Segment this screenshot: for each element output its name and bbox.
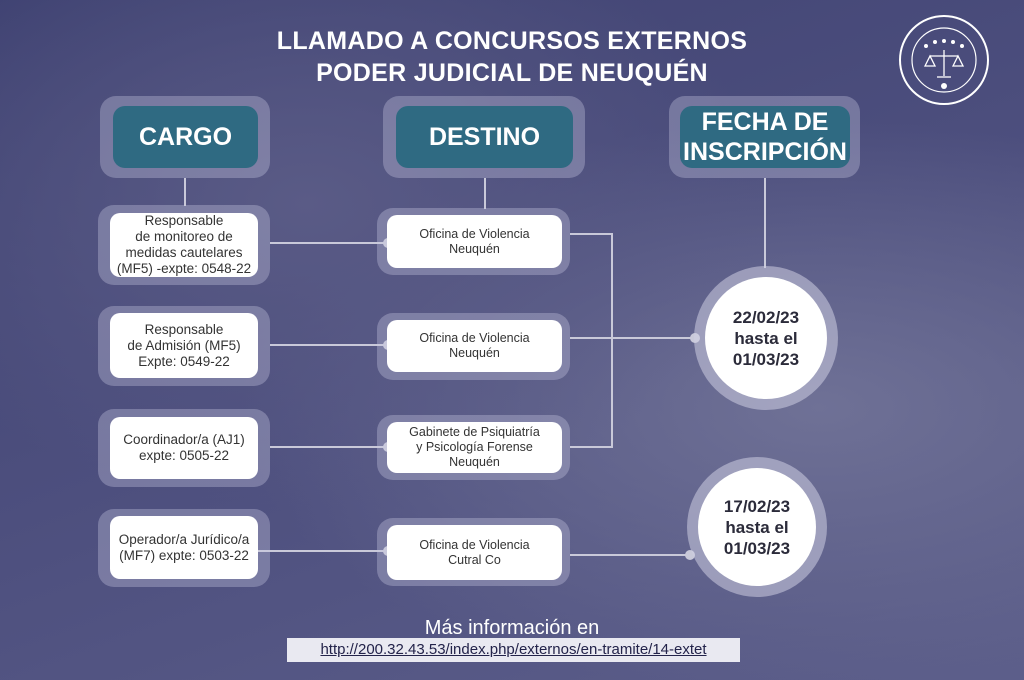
text-line: (MF7) expte: 0503-22: [119, 547, 249, 563]
more-info-link[interactable]: http://200.32.43.53/index.php/externos/e…: [287, 638, 740, 662]
text-line: Cutral Co: [448, 552, 501, 567]
text-line: Coordinador/a (AJ1): [123, 432, 245, 447]
title-line-2: PODER JUDICIAL DE NEUQUÉN: [316, 59, 708, 87]
poder-judicial-seal-logo: [898, 14, 990, 106]
text-line: hasta el: [734, 328, 798, 348]
header-destino: DESTINO: [396, 106, 573, 168]
text-line: 22/02/23: [732, 307, 800, 327]
text-line: Neuquén: [449, 455, 500, 469]
text-line: (MF5) -expte: 0548-22: [116, 261, 252, 276]
text-line: 01/03/23: [723, 538, 791, 558]
text-line: expte: 0505-22: [138, 448, 230, 463]
text-line: Responsable: [144, 321, 224, 337]
scales-of-justice-icon: [899, 15, 989, 105]
text-line: Oficina de Violencia: [419, 537, 530, 552]
text-line: Neuquén: [449, 241, 500, 256]
text-line: 01/03/23: [732, 349, 800, 369]
text-line: de monitoreo de: [135, 229, 233, 244]
cargo-card: Coordinador/a (AJ1)expte: 0505-22: [110, 417, 258, 479]
more-info-label: Más información en: [424, 617, 600, 639]
text-line: Expte: 0549-22: [138, 353, 230, 369]
text-line: Responsable: [144, 213, 224, 228]
text-line: Neuquén: [449, 346, 500, 360]
header-cargo: CARGO: [113, 106, 258, 168]
header-fecha-line-1: FECHA DE: [701, 108, 829, 136]
text-line: y Psicología Forense: [416, 440, 533, 454]
header-fecha-line-2: INSCRIPCIÓN: [683, 138, 847, 166]
text-line: medidas cautelares: [125, 245, 243, 260]
text-line: Oficina de Violencia: [419, 331, 530, 345]
header-fecha: FECHA DE INSCRIPCIÓN: [680, 106, 850, 168]
text-line: Oficina de Violencia: [419, 226, 530, 241]
text-line: 17/02/23: [723, 496, 791, 516]
title-line-1: LLAMADO A CONCURSOS EXTERNOS: [276, 27, 748, 55]
cargo-card: Operador/a Jurídico/a(MF7) expte: 0503-2…: [110, 516, 258, 579]
text-line: de Admisión (MF5): [127, 337, 241, 353]
text-line: Operador/a Jurídico/a: [118, 531, 250, 547]
text-line: Gabinete de Psiquiatría: [409, 425, 540, 439]
text-line: hasta el: [725, 517, 789, 537]
